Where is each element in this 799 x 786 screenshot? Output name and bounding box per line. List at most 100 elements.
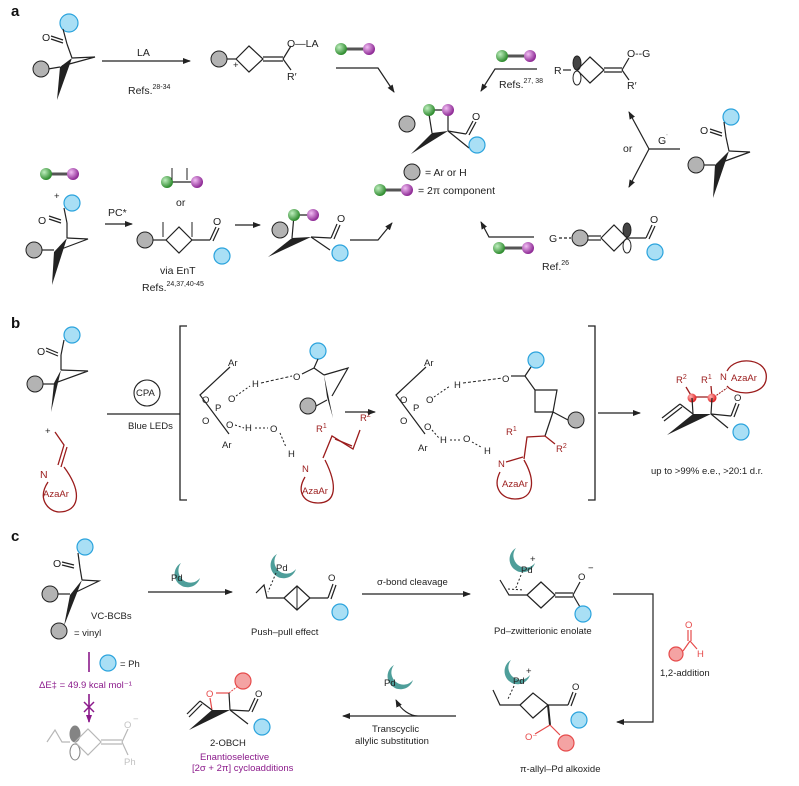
svg-text:AzaAr: AzaAr xyxy=(502,479,528,490)
svg-text:O: O xyxy=(426,395,433,406)
svg-text:+: + xyxy=(54,191,60,202)
svg-text:G˙: G˙ xyxy=(658,134,669,147)
svg-text:R1: R1 xyxy=(701,374,712,386)
push-pull-complex: Pd O xyxy=(255,554,349,621)
vc-bcbs-label: VC-BCBs xyxy=(91,611,132,622)
svg-text:P: P xyxy=(413,403,419,414)
aza-bicyclohexane-product-b: R2 R1 N AzaAr O xyxy=(661,360,767,441)
svg-text:R′: R′ xyxy=(627,80,637,92)
svg-text:O: O xyxy=(270,424,277,435)
svg-text:O: O xyxy=(293,372,300,383)
two-pi-component-a2 xyxy=(496,50,536,62)
zwitterion-label: Pd–zwitterionic enolate xyxy=(494,626,592,637)
svg-text:R: R xyxy=(554,65,562,77)
svg-text:O⁻: O⁻ xyxy=(525,732,537,743)
svg-text:R2: R2 xyxy=(556,443,567,455)
svg-text:Ph: Ph xyxy=(124,757,136,768)
svg-text:or: or xyxy=(176,197,186,209)
svg-text:R1: R1 xyxy=(506,426,517,438)
svg-text:H: H xyxy=(454,380,461,391)
enantioselective-label: Enantioselective xyxy=(200,752,269,763)
triplet-diradical: or xyxy=(161,168,203,209)
svg-text:O: O xyxy=(650,214,658,226)
svg-text:O: O xyxy=(255,689,262,700)
transition-state-1: Ar Ar O O P O O H H O H O R1 R2 N AzaAr xyxy=(199,342,371,504)
panel-label-a: a xyxy=(11,3,20,20)
arrow-1-2-addition xyxy=(613,593,654,725)
svg-text:Pd: Pd xyxy=(521,565,533,576)
pi-allyl-pd-alkoxide: Pd + O O⁻ xyxy=(492,660,588,752)
svg-text:N: N xyxy=(720,372,727,383)
gray-substituent-icon xyxy=(32,60,50,78)
pd-catalyst-icon: Pd xyxy=(171,563,200,588)
svg-text:O: O xyxy=(400,416,407,427)
svg-text:R2: R2 xyxy=(360,412,371,424)
svg-text:H: H xyxy=(484,446,491,457)
bicyclohexane-product-a: O xyxy=(398,104,486,154)
svg-text:O: O xyxy=(124,720,131,731)
pc-star-label: PC* xyxy=(108,207,127,219)
svg-text:O: O xyxy=(228,394,235,405)
transcyclic-label-1: Transcyclic xyxy=(372,724,419,735)
blue-substituent-icon xyxy=(59,13,79,33)
left-bracket xyxy=(179,325,187,501)
vinyl-legend-label: = vinyl xyxy=(74,628,101,639)
svg-text:O: O xyxy=(226,420,233,431)
radical-adduct: O xyxy=(268,209,349,262)
obch-product: O O xyxy=(186,672,271,736)
svg-text:+: + xyxy=(233,60,239,71)
refs-27-38: Refs.27, 38 xyxy=(499,78,543,91)
svg-text:O: O xyxy=(572,682,579,693)
cyclobutyl-radical-intermediate: R O--G R′ xyxy=(554,48,650,92)
via-ent-label: via EnT xyxy=(160,265,196,277)
selectivity-label: up to >99% e.e., >20:1 d.r. xyxy=(651,466,763,477)
transcyclic-label-2: allylic substitution xyxy=(355,736,429,747)
svg-text:O: O xyxy=(578,572,585,583)
disfavored-cation: O − Ph xyxy=(46,714,139,768)
svg-text:R2: R2 xyxy=(676,374,687,386)
legend-ar-or-h: = Ar or H xyxy=(425,167,467,179)
svg-text:N: N xyxy=(498,459,505,470)
bicyclobutane-diradical: O via EnT Refs.24,37,40-45 xyxy=(136,216,231,294)
svg-text:R1: R1 xyxy=(316,423,327,435)
svg-text:Ar: Ar xyxy=(424,358,434,369)
vc-bcb-substrate: O xyxy=(41,538,102,640)
svg-text:P: P xyxy=(215,403,221,414)
svg-text:+: + xyxy=(530,554,536,565)
two-pi-component-a4 xyxy=(40,168,79,180)
pd-release-arrow xyxy=(395,699,419,717)
panel-label-b: b xyxy=(11,315,20,332)
svg-text:H: H xyxy=(288,449,295,460)
svg-text:AzaAr: AzaAr xyxy=(43,489,69,500)
svg-text:Ar: Ar xyxy=(222,440,232,451)
alkoxide-label: π-allyl–Pd alkoxide xyxy=(520,764,600,775)
svg-text:−: − xyxy=(133,714,139,725)
svg-text:H: H xyxy=(252,379,259,390)
refs-28-34: Refs.28-34 xyxy=(128,84,171,97)
radical-branch-arrows: or G˙ xyxy=(623,111,680,188)
cyclobutyl-cation-intermediate: + O—LA R′ xyxy=(210,38,319,83)
svg-text:AzaAr: AzaAr xyxy=(731,373,757,384)
svg-text:−: − xyxy=(588,563,594,574)
svg-text:AzaAr: AzaAr xyxy=(302,486,328,497)
vinyl-legend-icon xyxy=(50,622,68,640)
svg-text:O: O xyxy=(53,558,61,570)
arrow-to-product-a3 xyxy=(350,222,393,241)
svg-text:O: O xyxy=(38,215,46,227)
vinyl-azaarene-b: N AzaAr xyxy=(40,431,78,513)
bcb-substrate-a3: O xyxy=(25,194,89,285)
blue-leds-label: Blue LEDs xyxy=(128,421,173,432)
aldehyde-reagent: O H xyxy=(668,620,704,662)
svg-text:O: O xyxy=(472,111,480,123)
ph-legend-label: = Ph xyxy=(120,659,140,670)
ph-legend-icon xyxy=(99,654,117,672)
svg-text:or: or xyxy=(623,143,633,155)
svg-text:O: O xyxy=(463,434,470,445)
svg-text:H: H xyxy=(697,649,704,660)
svg-text:O: O xyxy=(700,125,708,137)
bcb-substrate-b: O xyxy=(26,326,89,412)
obch-name-label: 2-OBCH xyxy=(210,738,246,749)
svg-text:O: O xyxy=(424,422,431,433)
pd-released-icon: Pd xyxy=(384,665,413,690)
bcb-substrate-a2: O xyxy=(687,108,751,198)
